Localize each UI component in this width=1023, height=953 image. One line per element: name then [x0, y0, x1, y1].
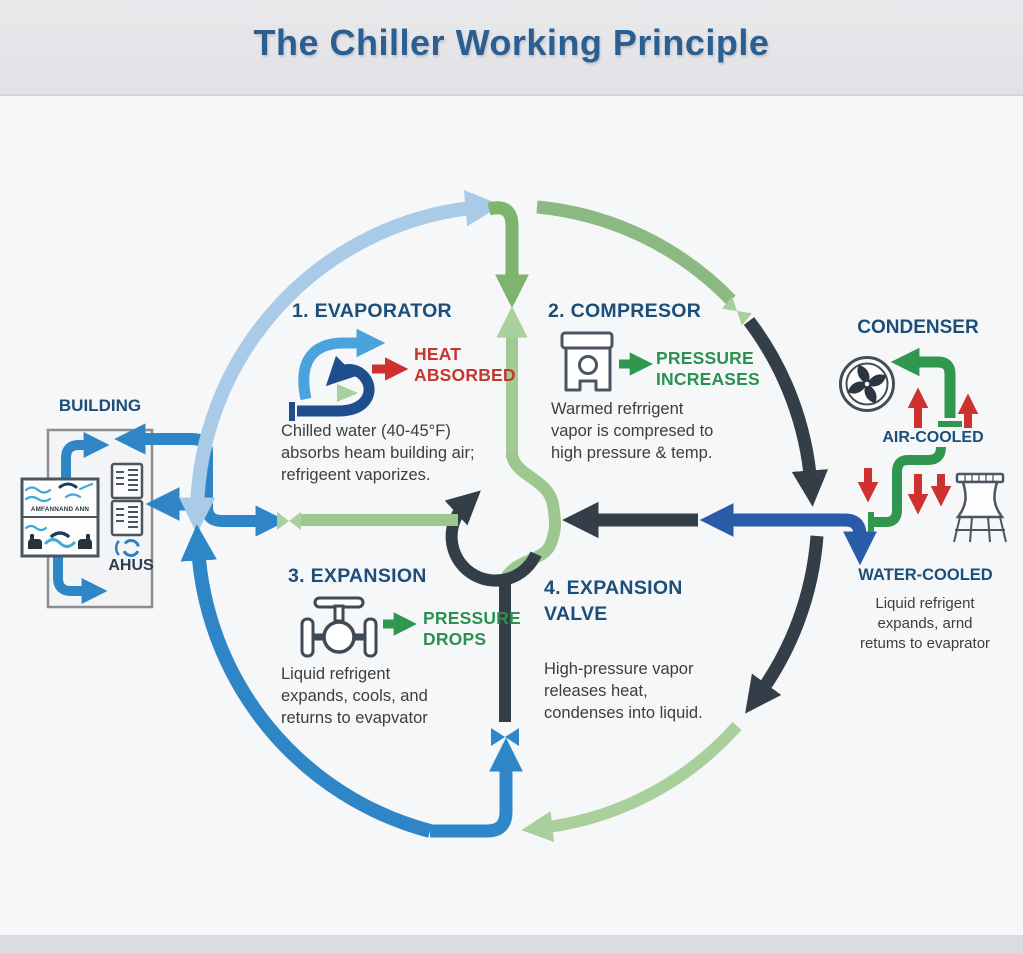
seat-shapes — [28, 534, 92, 549]
arc-connector — [721, 296, 753, 326]
pipe-connector-blue — [491, 728, 519, 746]
expansion-heading: 3. EXPANSION — [288, 565, 427, 587]
pressure-increases-label: PRESSURE INCREASES — [656, 348, 760, 389]
air-handler-panel-text: AMFANNAND ANN — [30, 506, 90, 513]
expansion-valve-description: High-pressure vapor releases heat, conde… — [544, 660, 703, 722]
condenser-return-pipe — [699, 503, 877, 566]
heat-rejection-arrows-up — [907, 387, 979, 428]
air-handler-panel-icon — [20, 477, 100, 558]
header-banner: The Chiller Working Principle — [0, 0, 1023, 96]
cooling-tower-icon — [953, 472, 1007, 543]
compressor-description: Warmed refrrigent vapor is compresed to … — [551, 400, 714, 462]
evaporator-supply-arc — [178, 190, 502, 534]
compressor-heading: 2. COMPRESOR — [548, 300, 702, 322]
condenser-description: Liquid refrigent expands, arnd retums to… — [859, 595, 991, 652]
condenser-heading: CONDENSER — [857, 317, 979, 338]
ahus-label: AHUS — [108, 557, 154, 574]
piston-icon — [560, 331, 614, 392]
air-cooled-label: AIR-COOLED — [882, 429, 984, 446]
expansion-valve-heading: 4. EXPANSION VALVE — [544, 577, 683, 625]
building-label: BUILDING — [58, 396, 142, 415]
hot-gas-arc-lower — [745, 535, 824, 714]
fan-icon — [839, 356, 895, 412]
footer-band — [0, 935, 1023, 953]
chilled-water-return-arc — [180, 524, 432, 838]
water-cooled-label: WATER-COOLED — [858, 566, 993, 584]
heat-absorbed-label: HEAT ABSORBED — [414, 344, 516, 385]
document-list-icon — [110, 462, 144, 500]
compressor-arc — [536, 200, 736, 305]
expansion-description: Liquid refrigent expands, cools, and ret… — [281, 665, 428, 727]
center-pipes — [301, 201, 562, 838]
evaporator-description: Chilled water (40-45°F) absorbs heam bui… — [281, 422, 475, 484]
evaporator-heading: 1. EVAPORATOR — [292, 300, 452, 322]
pipe-connector-green — [277, 512, 301, 530]
page-title: The Chiller Working Principle — [253, 22, 770, 63]
heat-rejection-arrows-down — [857, 468, 952, 515]
hot-gas-arc-upper — [743, 317, 829, 507]
circulation-icon — [114, 539, 140, 557]
air-cooled-pipe — [868, 347, 962, 532]
document-list-icon-2 — [110, 499, 144, 537]
coil-arrows-icon — [289, 328, 386, 421]
liquid-line-arc — [521, 722, 742, 843]
valve-icon — [300, 596, 378, 658]
pressure-drops-label: PRESSURE DROPS — [423, 608, 521, 649]
